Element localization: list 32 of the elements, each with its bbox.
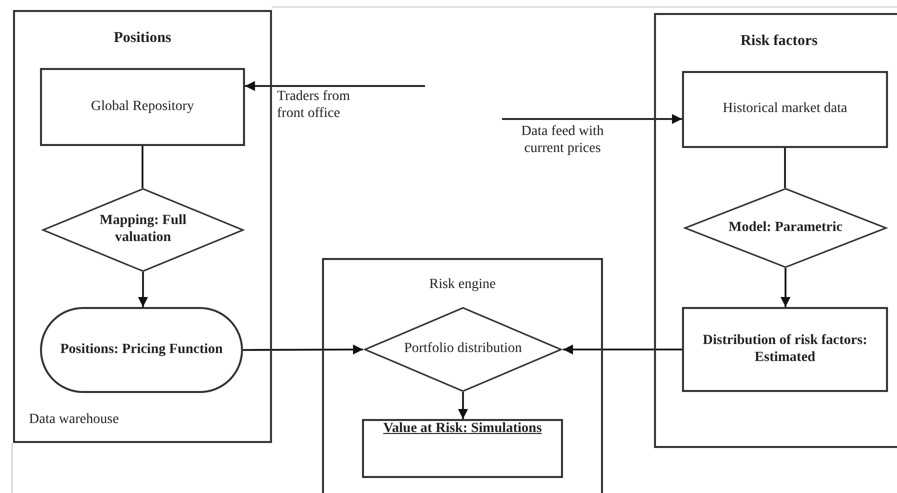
arrow (243, 344, 363, 355)
arrow (780, 268, 790, 307)
node-label: Portfolio distribution (403, 341, 523, 358)
arrow (245, 81, 425, 91)
process-box (362, 419, 563, 478)
connector-line (784, 148, 786, 188)
panel-title: Risk engine (429, 277, 496, 293)
node-label: Value at Risk: Simulations (382, 421, 543, 438)
arrow (458, 392, 468, 419)
node-label: Positions: Pricing Function (59, 342, 224, 358)
node-label: Distribution of risk factors: Estimated (702, 332, 868, 366)
node-label: Model: Parametric (728, 220, 844, 236)
panel-title: Risk factors (740, 33, 818, 50)
panel-title: Positions (114, 30, 172, 47)
group-panel (13, 10, 272, 443)
group-panel (654, 13, 897, 448)
node-label: Historical market data (722, 101, 848, 118)
process-box (40, 68, 245, 146)
arrow (563, 344, 682, 354)
decision-diamond (41, 188, 245, 272)
group-panel (322, 258, 603, 493)
process-box (682, 307, 888, 392)
node-label: Mapping: Full valuation (98, 213, 188, 247)
decision-diamond (363, 307, 563, 392)
arrow (138, 272, 148, 307)
decision-diamond (683, 188, 888, 268)
terminal-box (40, 307, 243, 393)
process-box (682, 71, 888, 148)
panel-note: Data warehouse (29, 412, 119, 428)
arrow (502, 114, 682, 124)
connector-line (142, 146, 144, 188)
node-label: Global Repository (90, 98, 196, 116)
